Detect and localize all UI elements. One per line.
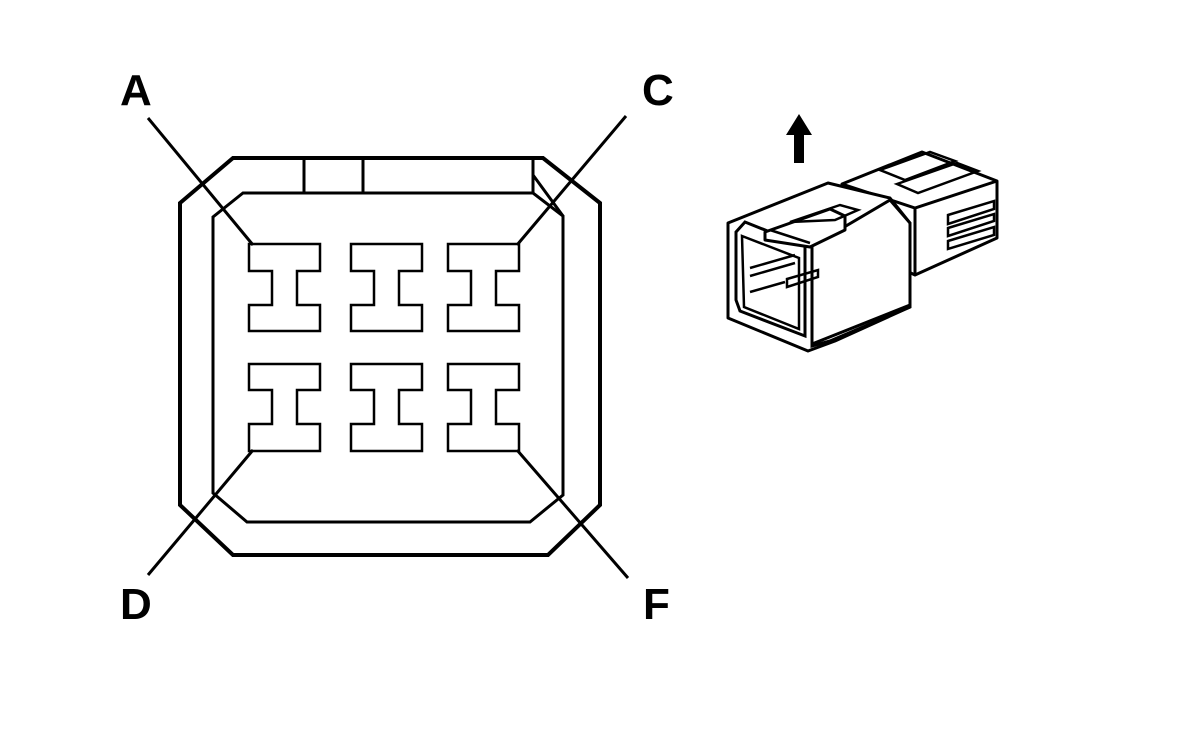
rear-slot-2 [893,161,982,195]
pin-cavity-a [247,242,322,333]
pin-cavity-d [247,362,322,453]
rear-side-slot-1 [946,199,996,226]
leader-line-a [146,117,255,246]
mating-opening [734,220,807,339]
rear-side-slot-2 [946,212,996,238]
up-arrow-icon [786,114,812,163]
pin-cavity-e [349,362,424,453]
pin-cavity-b [349,242,424,333]
leader-line-c [515,115,628,246]
pin-label-c: C [642,66,674,115]
connector-isometric [726,150,999,353]
leader-line-f [515,449,630,579]
locking-tab [302,158,565,217]
terminal-rib-2 [785,268,820,289]
housing-inner [211,191,565,524]
pin-label-d: D [120,580,152,629]
terminal-rib-1 [749,253,796,278]
pin-label-a: A [120,66,152,115]
rear-side-slot-3 [946,225,996,251]
pin-label-f: F [643,580,670,629]
terminal-rib-3 [749,280,786,294]
pin-cavity-c [446,242,521,333]
rear-slot-1 [876,150,959,182]
pin-cavity-f [446,362,521,453]
leader-line-d [146,449,255,576]
housing-outer [178,156,602,557]
connector-face [146,115,630,579]
